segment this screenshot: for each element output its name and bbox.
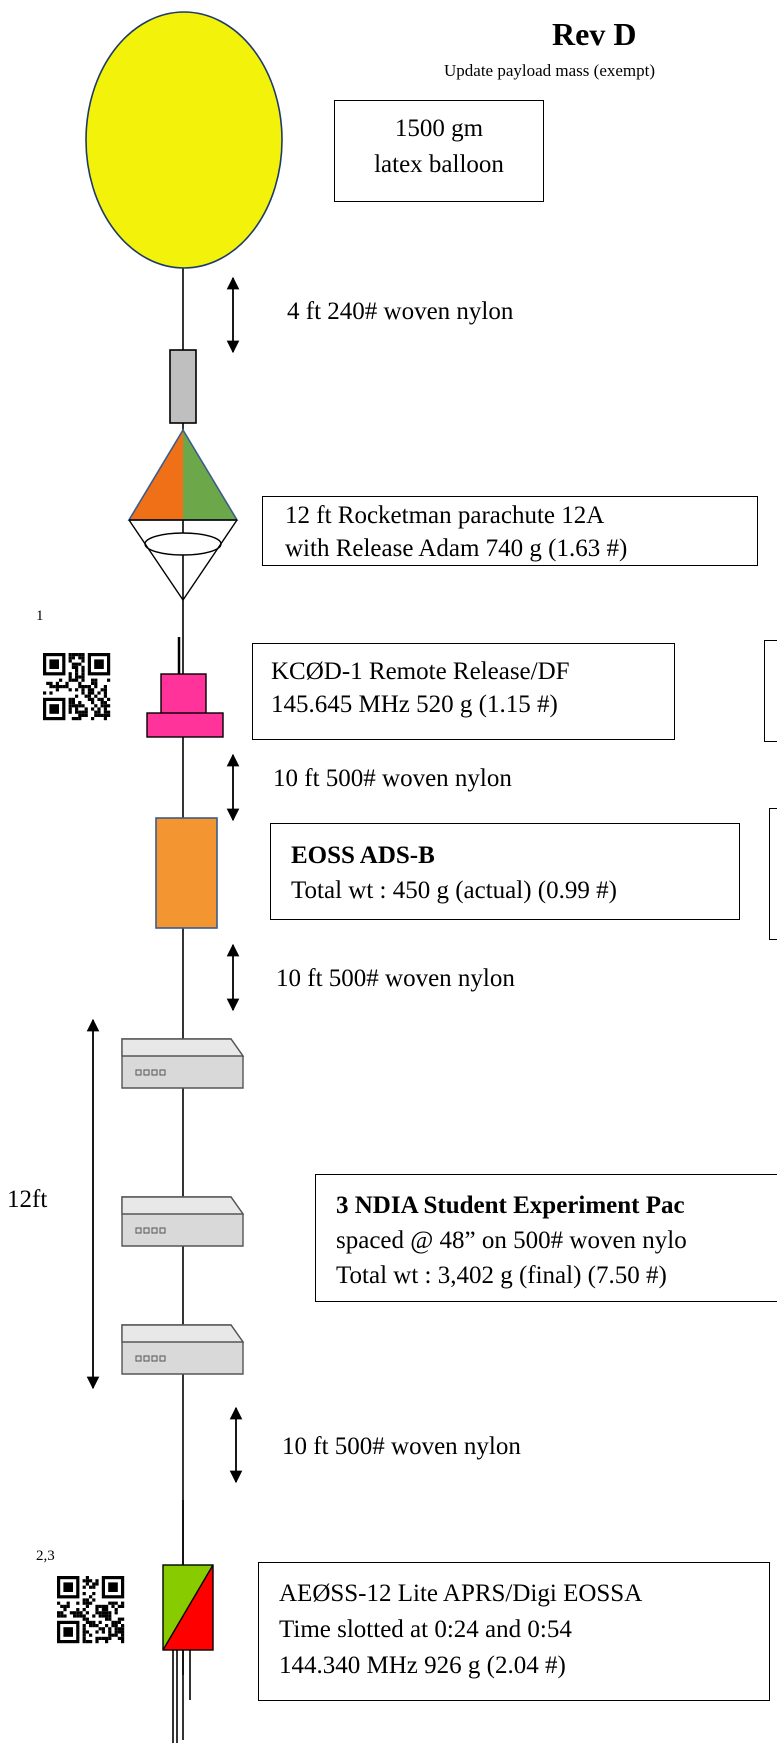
tether-2-label: 10 ft 500# woven nylon (273, 765, 512, 792)
tracker-label-line: 144.340 MHz 926 g (2.04 #) (279, 1652, 566, 1679)
parachute-label-box: 12 ft Rocketman parachute 12A with Relea… (262, 496, 758, 566)
swivel-connector (169, 349, 197, 424)
release-label-line: 145.645 MHz 520 g (1.15 #) (271, 691, 558, 718)
qr-code (57, 1576, 125, 1644)
student-packages-weight: Total wt : 3,402 g (final) (7.50 #) (336, 1262, 667, 1289)
student-package-3 (121, 1324, 245, 1375)
remote-release-base (146, 712, 224, 738)
parachute-shroud (128, 519, 184, 601)
remote-release-top (160, 673, 207, 715)
tracker-outline (162, 1564, 214, 1651)
latex-balloon (85, 11, 283, 269)
packages-span-label: 12ft (7, 1186, 48, 1213)
tracker-divider (162, 1564, 214, 1651)
adsb-weight: Total wt : 450 g (actual) (0.99 #) (291, 877, 617, 904)
tracker-label-line: Time slotted at 0:24 and 0:54 (279, 1616, 572, 1643)
parachute-label-line: 12 ft Rocketman parachute 12A (285, 502, 605, 529)
student-package-1 (121, 1038, 245, 1089)
revision-note: Update payload mass (exempt) (444, 61, 656, 80)
balloon-label-line: 1500 gm (394, 115, 484, 142)
adsb-title: EOSS ADS-B (291, 842, 435, 869)
parachute-shroud (182, 519, 238, 601)
parachute-ring (144, 532, 222, 556)
release-label-box: KCØD-1 Remote Release/DF 145.645 MHz 520… (252, 643, 675, 740)
revision-title: Rev D (552, 16, 637, 52)
student-packages-label-box: 3 NDIA Student Experiment Pac spaced @ 4… (315, 1174, 777, 1302)
cropped-box (769, 808, 777, 940)
cropped-box (764, 640, 777, 742)
student-packages-title: 3 NDIA Student Experiment Pac (336, 1192, 685, 1219)
tracker-footnote-ref: 2,3 (36, 1548, 55, 1564)
tether-3-label: 10 ft 500# woven nylon (276, 965, 515, 992)
tether-4-label: 10 ft 500# woven nylon (282, 1433, 521, 1460)
parachute-label-line: with Release Adam 740 g (1.63 #) (285, 535, 628, 562)
release-footnote-ref: 1 (36, 608, 44, 624)
adsb-payload (155, 817, 218, 929)
student-packages-spacing: spaced @ 48” on 500# woven nylo (336, 1227, 687, 1254)
qr-code (43, 653, 111, 721)
balloon-label-line: latex balloon (374, 151, 504, 178)
tracker-label-box: AEØSS-12 Lite APRS/Digi EOSSA Time slott… (258, 1562, 770, 1701)
balloon-label-box: 1500 gm latex balloon (334, 100, 544, 202)
tether-1-label: 4 ft 240# woven nylon (287, 298, 514, 325)
release-label-line: KCØD-1 Remote Release/DF (271, 658, 570, 685)
adsb-label-box: EOSS ADS-B Total wt : 450 g (actual) (0.… (270, 823, 740, 920)
student-package-2 (121, 1196, 245, 1247)
tracker-label-line: AEØSS-12 Lite APRS/Digi EOSSA (279, 1580, 643, 1607)
